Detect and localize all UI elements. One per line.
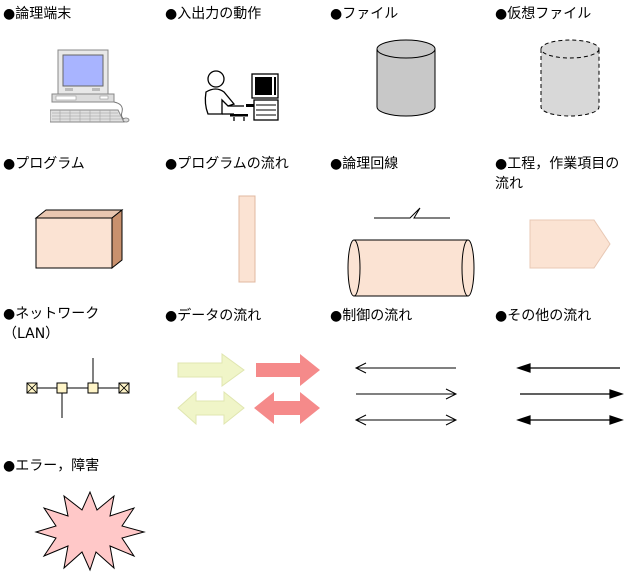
virtual-file-cylinder-icon [540, 39, 600, 117]
label-program-flow: ●プログラムの流れ [165, 156, 289, 172]
label-program: ●プログラム [3, 156, 85, 172]
label-file: ●ファイル [330, 6, 399, 22]
control-flow-arrows-icon [354, 362, 458, 426]
label-control-flow: ●制御の流れ [330, 308, 413, 324]
error-starburst-icon [34, 490, 146, 572]
label-io-operation: ●入出力の動作 [165, 6, 262, 22]
label-data-flow: ●データの流れ [165, 308, 262, 324]
data-flow-arrows-icon [177, 353, 320, 426]
label-other-flow: ●その他の流れ [495, 308, 592, 324]
other-flow-arrows-icon [516, 363, 624, 425]
lan-network-icon [26, 358, 130, 418]
label-network: ●ネットワーク （LAN） [3, 306, 100, 342]
logical-line-icon [347, 207, 475, 297]
label-logical-terminal: ●論理端末 [3, 6, 72, 22]
program-box-icon [34, 208, 124, 270]
label-logical-line: ●論理回線 [330, 156, 399, 172]
terminal-icon [50, 49, 130, 123]
program-flow-bar-icon [238, 195, 256, 283]
label-error: ●エラー，障害 [3, 458, 100, 474]
label-process-flow: ●工程，作業項目の 流れ [495, 156, 620, 192]
process-flow-arrow-icon [529, 219, 611, 269]
label-virtual-file: ●仮想ファイル [495, 6, 592, 22]
io-operation-icon [204, 70, 279, 121]
file-cylinder-icon [376, 39, 436, 117]
